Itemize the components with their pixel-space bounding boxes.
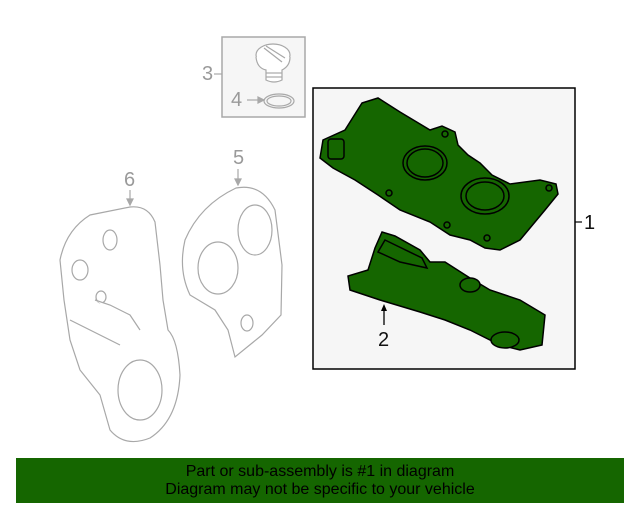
- callout-4[interactable]: 4: [231, 89, 243, 111]
- banner-line-assembly: Part or sub-assembly is #1 in diagram: [185, 462, 455, 480]
- callout-5[interactable]: 5: [233, 147, 245, 169]
- lower-timing-cover: [59, 190, 181, 443]
- o-ring-icon: [247, 93, 295, 109]
- info-banner: Part or sub-assembly is #1 in diagram Di…: [16, 458, 624, 503]
- oil-cap-icon: [255, 43, 291, 83]
- valve-cover-icon: [319, 97, 559, 251]
- upper-timing-cover: [181, 169, 283, 359]
- callout-6[interactable]: 6: [124, 169, 136, 191]
- oil-cap-group: [214, 36, 306, 118]
- callout-arrow-2: [381, 304, 387, 325]
- callout-3[interactable]: 3: [202, 63, 214, 85]
- gasket-icon: [347, 231, 546, 351]
- callout-2[interactable]: 2: [378, 329, 390, 351]
- banner-line-disclaimer: Diagram may not be specific to your vehi…: [165, 480, 475, 498]
- callout-1[interactable]: 1: [584, 212, 596, 234]
- parts-diagram: 3 4 5 6 1 2: [59, 36, 596, 443]
